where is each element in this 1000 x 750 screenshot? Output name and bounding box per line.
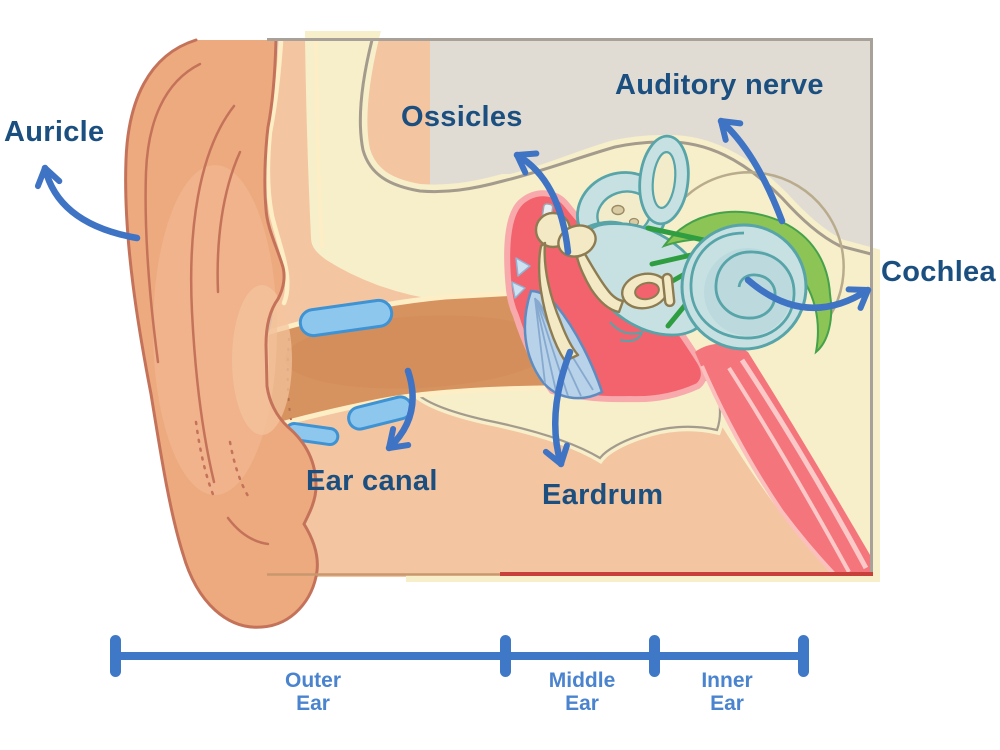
section-label-line: Ear [710,691,744,715]
ossicles-arrow [513,150,572,256]
cochlea-label: Cochlea [881,256,996,288]
ossicles-group [511,203,676,363]
ear-canal-arrow [385,367,416,452]
incus-process [575,252,625,314]
ossicles-label: Ossicles [401,101,523,133]
scale-axis-line [116,652,804,660]
scale-tick [649,635,660,677]
cochlea-shape [680,223,808,351]
temporal-bone-left [312,38,514,293]
eardrum-label: Eardrum [542,479,664,511]
auditory-nerve-label: Auditory nerve [615,69,824,101]
outer-ear-section-label: Outer Ear [243,669,383,715]
bone-hollow-arc [666,171,845,317]
tensor-wedge [511,281,526,299]
auricle-label: Auricle [4,116,105,148]
inner-ear-section-label: Inner Ear [657,669,797,715]
stapes-footplate [661,272,676,308]
malleus-handle [537,241,580,363]
vestibule-curl [609,321,644,342]
panel-frame [267,38,873,576]
eardrum-arrow [542,348,574,468]
scale-tick [798,635,809,677]
auricle-arrow [34,164,141,242]
tensor-wedge [515,257,531,277]
scale-tick [110,635,121,677]
cochlea-arrow [744,276,872,311]
ear-pinna [124,38,319,629]
section-label-line: Outer [284,669,341,692]
section-label-line: Ear [565,691,599,715]
section-label-line: Middle [548,669,616,692]
ear-canal-label: Ear canal [306,465,438,497]
callout-arrows [34,117,872,468]
section-label-line: Inner [701,669,753,692]
scale-tick [500,635,511,677]
section-label-line: Ear [296,691,330,715]
stapes-hole [634,281,660,301]
auditory-nerve-arrow [717,117,786,225]
eustachian-tube [695,343,873,576]
ear-fold-lines [144,62,270,546]
middle-ear-section-label: Middle Ear [512,669,652,715]
